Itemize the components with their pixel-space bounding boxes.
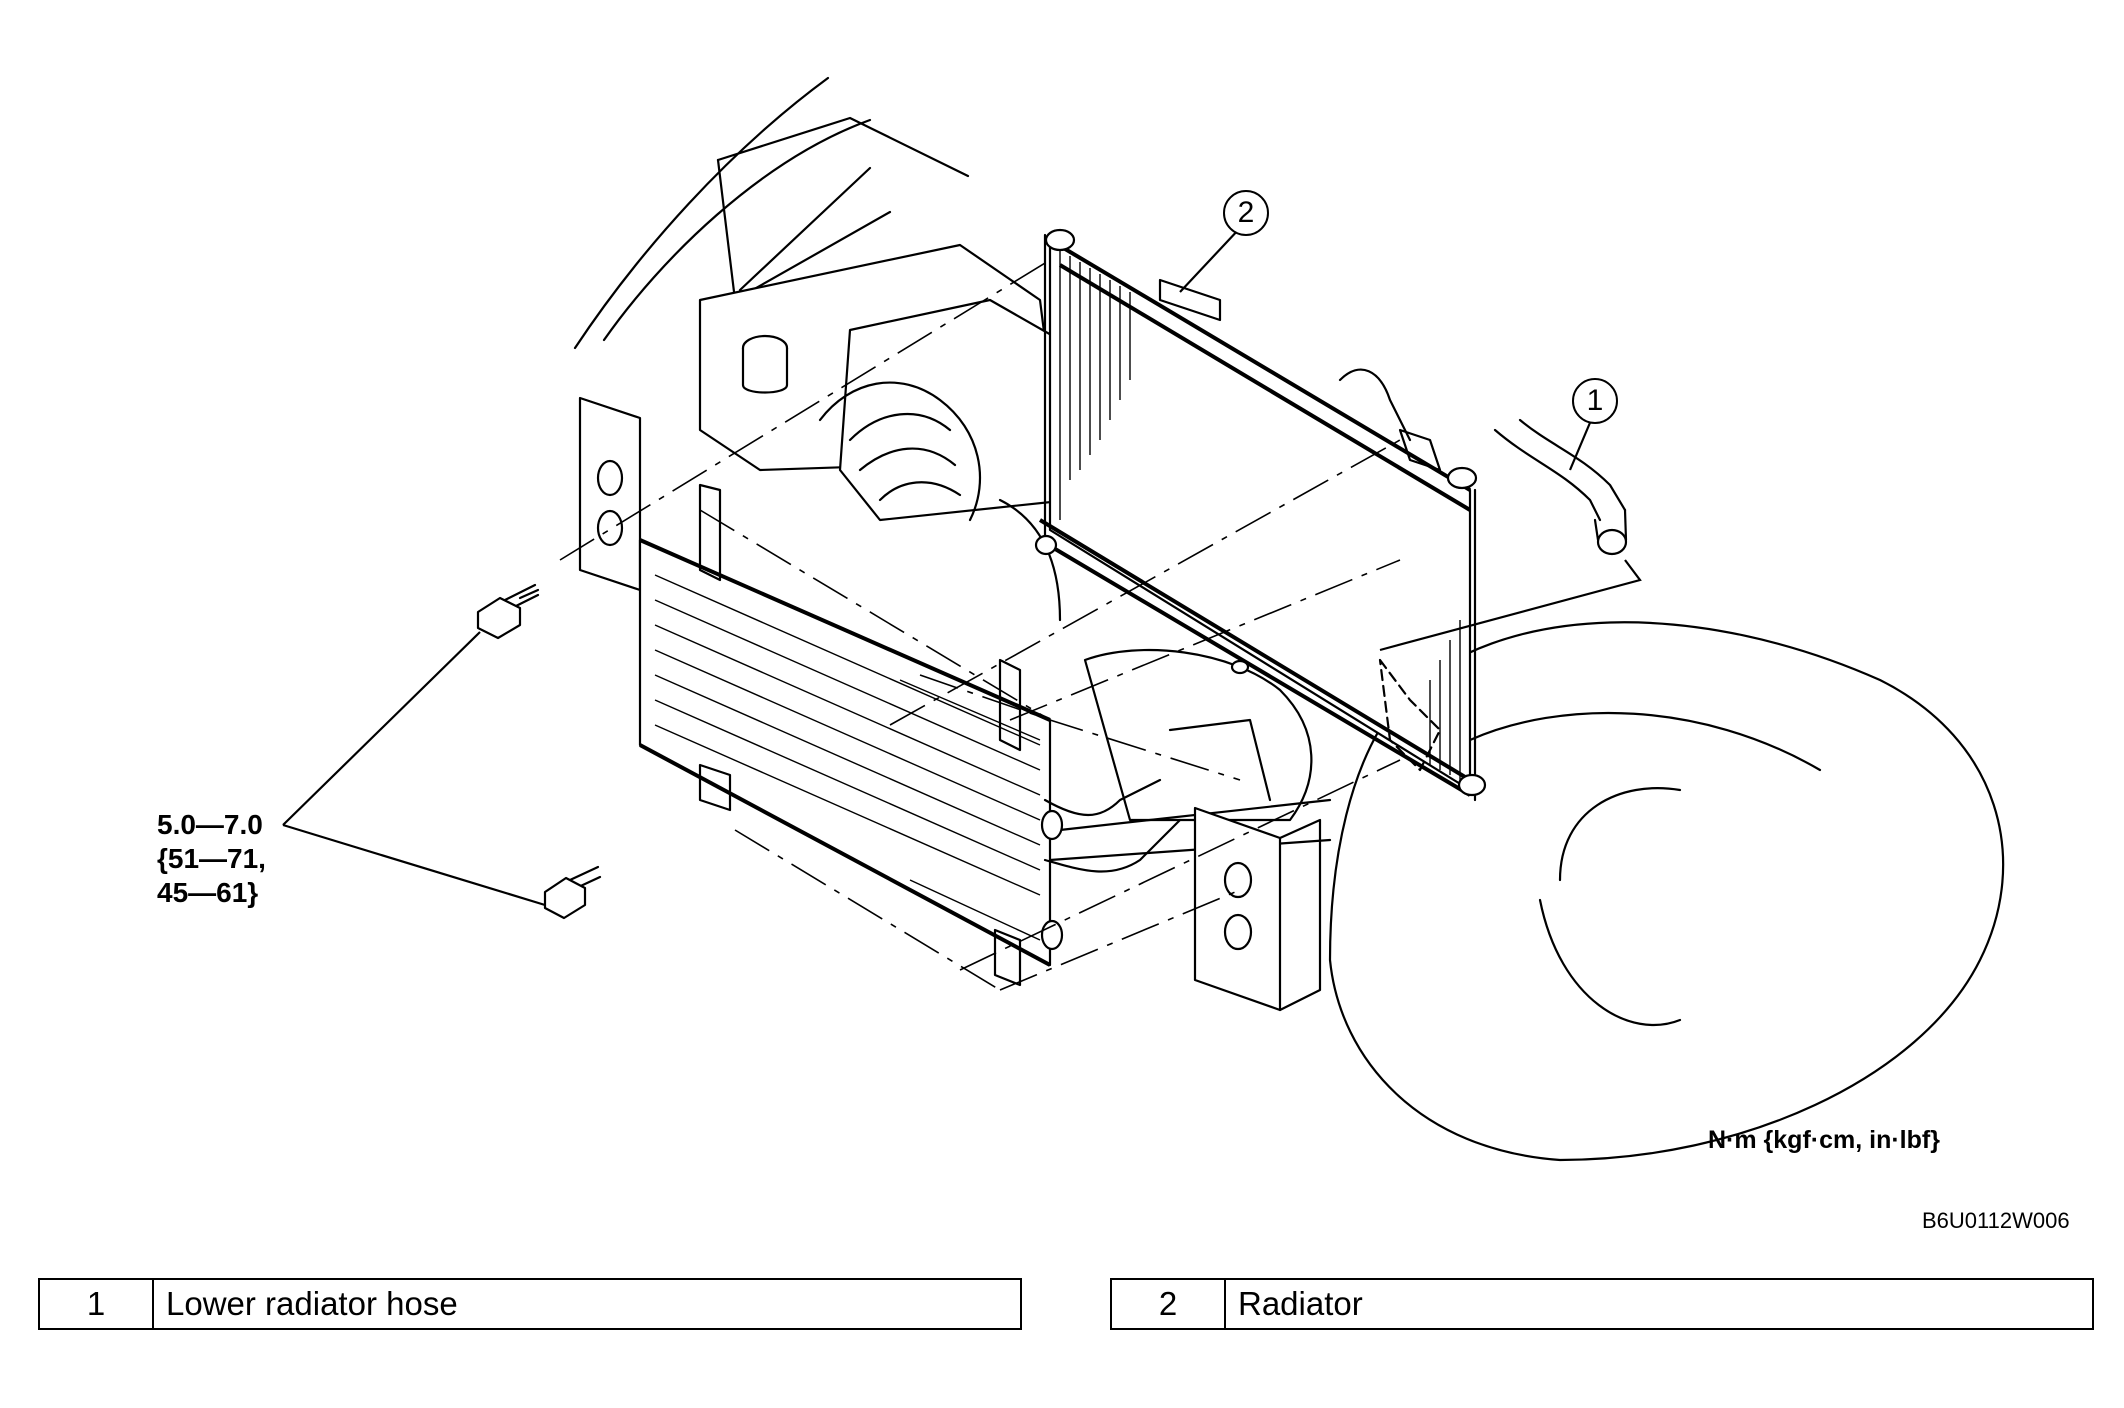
torque-units-label: N·m {kgf·cm, in·lbf} xyxy=(1708,1126,1940,1154)
legend-table-1: 1 Lower radiator hose xyxy=(38,1278,1022,1330)
lower-frame xyxy=(1048,648,1332,862)
upper-bolt xyxy=(476,583,540,640)
legend-description: Lower radiator hose xyxy=(152,1278,1022,1330)
condenser xyxy=(638,483,1182,987)
engine-block xyxy=(698,243,1072,622)
callout-2: 2 xyxy=(1223,190,1269,236)
legend-row: 1 Lower radiator hose xyxy=(38,1278,1022,1330)
legend-number: 2 xyxy=(1110,1278,1226,1330)
right-bracket xyxy=(1193,806,1322,1012)
callout-1: 1 xyxy=(1572,378,1618,424)
fender-outline xyxy=(573,76,970,350)
legend-row: 2 Radiator xyxy=(1110,1278,2094,1330)
torque-spec: 5.0—7.0 {51—71, 45—61} xyxy=(157,808,266,910)
tire xyxy=(1328,621,2005,1162)
legend-table-2: 2 Radiator xyxy=(1110,1278,2094,1330)
torque-leaders xyxy=(282,631,546,907)
torque-spec-kgfcm: {51—71, xyxy=(157,843,266,874)
torque-spec-nm: 5.0—7.0 xyxy=(157,809,263,840)
left-bracket xyxy=(578,396,642,592)
lower-bolt xyxy=(543,865,602,920)
torque-spec-inlbf: 45—61} xyxy=(157,877,259,908)
assembly-guide-lines xyxy=(559,259,1642,991)
legend-number: 1 xyxy=(38,1278,154,1330)
figure-code: B6U0112W006 xyxy=(1922,1208,2070,1233)
legend-description: Radiator xyxy=(1224,1278,2094,1330)
callout-1-leader xyxy=(1568,417,1594,471)
callout-2-leader xyxy=(1179,227,1241,293)
lower-radiator-hose xyxy=(1493,418,1628,556)
radiator xyxy=(1034,228,1487,802)
